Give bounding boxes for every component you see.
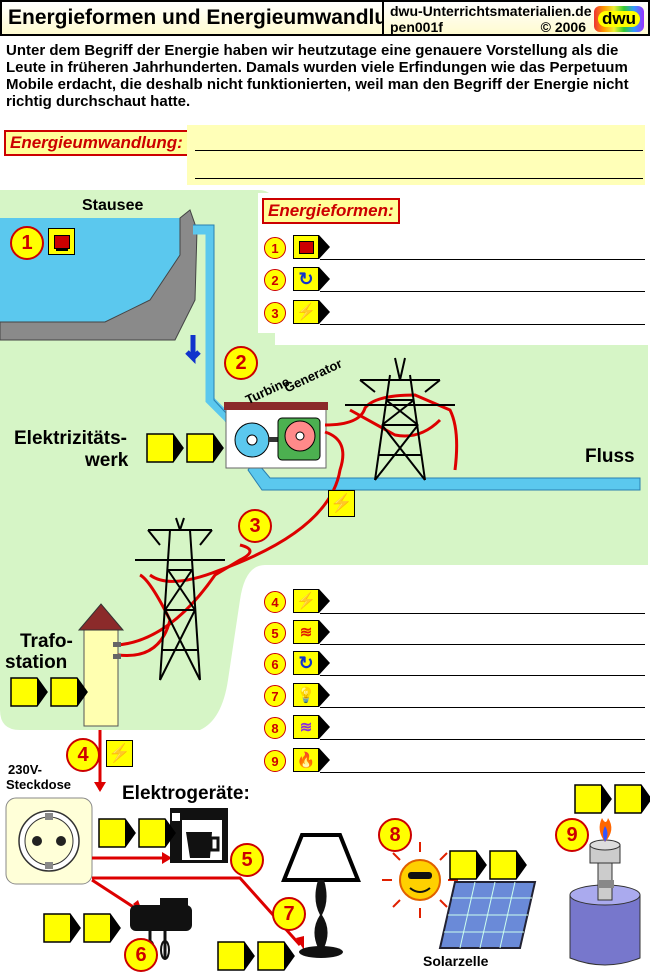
trafo-label-2: station <box>5 652 68 673</box>
answer-box-4-2[interactable] <box>83 913 123 943</box>
light-energy-icon: 💡 <box>293 683 319 707</box>
marker-5: 5 <box>230 843 264 877</box>
answer-box-5-1[interactable] <box>217 941 257 971</box>
form-number-8: 8 <box>264 717 286 739</box>
power-tower-2 <box>135 517 225 681</box>
form-answer-line-7[interactable] <box>320 707 645 708</box>
answer-box-1-2[interactable] <box>186 433 226 463</box>
form-answer-line-1[interactable] <box>320 259 645 260</box>
radiation-energy-icon: ≋ <box>293 715 319 739</box>
sheet-code: pen001f <box>390 19 443 35</box>
energieformen-label: Energieformen: <box>262 198 400 224</box>
form-answer-line-2[interactable] <box>320 291 645 292</box>
form-number-7: 7 <box>264 685 286 707</box>
river <box>247 459 641 491</box>
answer-line-1[interactable] <box>195 150 643 151</box>
electric-energy-icon: ⚡ <box>106 740 133 767</box>
answer-box-2-1[interactable] <box>10 677 50 707</box>
marker-9: 9 <box>555 818 589 852</box>
energieumwandlung-label: Energieumwandlung: <box>4 130 189 156</box>
form-number-5: 5 <box>264 622 286 644</box>
answer-box-3-1[interactable] <box>98 818 138 848</box>
answer-box-6-2[interactable] <box>489 850 529 880</box>
answer-box-4-1[interactable] <box>43 913 83 943</box>
intro-text: Unter dem Begriff der Energie haben wir … <box>6 42 629 110</box>
werk-label-2: werk <box>85 450 129 471</box>
form-answer-line-5[interactable] <box>320 644 645 645</box>
marker-1: 1 <box>10 226 44 260</box>
marker-2: 2 <box>224 346 258 380</box>
solarzelle-label: Solarzelle <box>423 953 489 969</box>
marker-6: 6 <box>124 938 158 972</box>
form-number-2: 2 <box>264 269 286 291</box>
form-answer-line-8[interactable] <box>320 739 645 740</box>
heat-energy-icon: ≋ <box>293 620 319 644</box>
year: © 2006 <box>540 19 586 35</box>
page-title: Energieformen und Energieumwandlung 1: <box>0 0 437 36</box>
form-number-1: 1 <box>264 237 286 259</box>
answer-box-6-1[interactable] <box>449 850 489 880</box>
form-answer-line-6[interactable] <box>320 675 645 676</box>
power-tower-1 <box>345 357 455 481</box>
position-energy-icon <box>48 228 75 255</box>
electric-energy-icon: ⚡ <box>293 300 319 324</box>
form-number-9: 9 <box>264 750 286 772</box>
form-answer-line-4[interactable] <box>320 613 645 614</box>
steckdose-label-2: Steckdose <box>6 777 72 792</box>
source-box: dwu-Unterrichtsmaterialien.de pen001f © 2… <box>384 0 650 36</box>
answer-box-5-2[interactable] <box>257 941 297 971</box>
energieformen-panel-bottom <box>258 582 648 778</box>
form-number-3: 3 <box>264 302 286 324</box>
answer-box <box>187 125 645 185</box>
dam <box>0 209 198 341</box>
floor-lamp <box>281 833 361 958</box>
trafo-label-1: Trafo- <box>20 631 73 652</box>
trafo-station-roof <box>77 603 125 631</box>
fluss-label: Fluss <box>585 446 635 467</box>
sun <box>382 842 458 918</box>
form-answer-line-9[interactable] <box>320 772 645 773</box>
steckdose-label-1: 230V- <box>8 762 42 777</box>
form-answer-line-3[interactable] <box>320 324 645 325</box>
marker-4: 4 <box>66 738 100 772</box>
reservoir-water <box>0 218 180 322</box>
coffee-machine <box>170 808 228 863</box>
answer-box-7-2[interactable] <box>614 784 650 814</box>
water-flow-arrow <box>185 335 201 365</box>
position-energy-icon <box>293 235 319 259</box>
motion-energy-icon: ↻ <box>293 267 319 291</box>
marker-7: 7 <box>272 897 306 931</box>
answer-box-3-2[interactable] <box>138 818 178 848</box>
chemical-energy-icon: 🔥 <box>293 748 319 772</box>
solar-panel <box>438 881 537 949</box>
werk-label-1: Elektrizitäts- <box>14 428 127 449</box>
gas-burner <box>569 818 641 966</box>
answer-box-1-1[interactable] <box>146 433 186 463</box>
motion-energy-icon: ↻ <box>293 651 319 675</box>
answer-box-7-1[interactable] <box>574 784 614 814</box>
power-station-roof <box>224 402 328 410</box>
form-number-4: 4 <box>264 591 286 613</box>
form-number-6: 6 <box>264 653 286 675</box>
marker-3: 3 <box>238 509 272 543</box>
electric-energy-icon: ⚡ <box>293 589 319 613</box>
stausee-label: Stausee <box>82 197 144 214</box>
answer-box-2-2[interactable] <box>50 677 90 707</box>
electric-energy-icon: ⚡ <box>328 490 355 517</box>
site-name: dwu-Unterrichtsmaterialien.de <box>390 3 592 19</box>
answer-line-2[interactable] <box>195 178 643 179</box>
marker-8: 8 <box>378 818 412 852</box>
elektrogeraete-label: Elektrogeräte: <box>122 783 250 804</box>
dwu-logo: dwu <box>594 6 644 32</box>
